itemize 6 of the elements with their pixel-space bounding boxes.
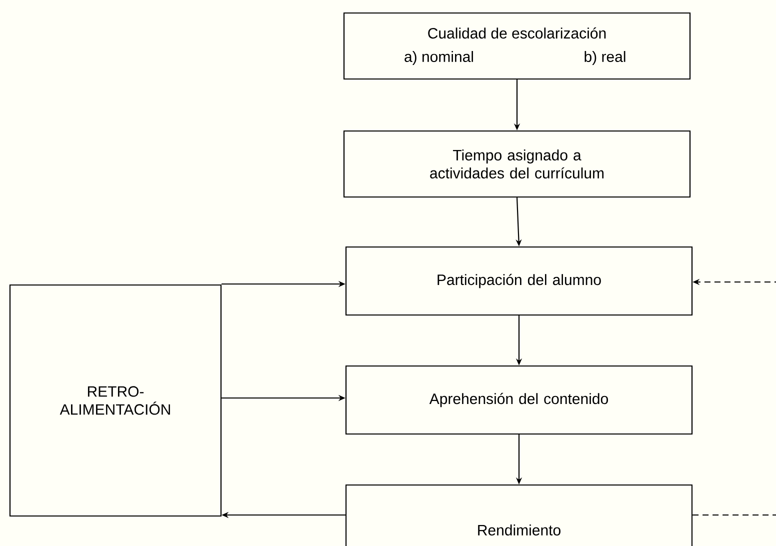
process-box: Rendimiento <box>345 484 693 546</box>
process-box: Tiempo asignado a actividades del currículum <box>343 130 691 198</box>
process-box: Aprehensión del contenido <box>345 365 693 435</box>
process-box: Cualidad de escolarización a) nominal b) real <box>343 12 691 80</box>
process-box: Participación del alumno <box>345 246 693 316</box>
feedback-box: RETRO- ALIMENTACIÓN <box>9 284 222 517</box>
